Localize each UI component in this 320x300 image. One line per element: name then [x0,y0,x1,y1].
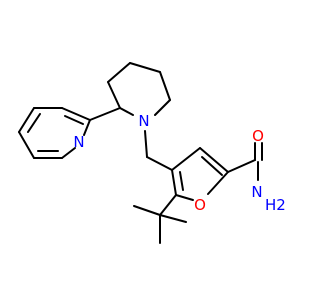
bond [18,107,35,133]
bond [18,131,35,159]
bond [119,107,134,116]
bond [159,194,177,216]
bond [159,71,171,101]
bond [133,205,161,216]
molecule-structure: N N O O N H2 [18,62,286,244]
bond [107,62,131,83]
bond [64,115,84,125]
bond [175,194,194,201]
bond [159,214,187,223]
bond [171,169,177,196]
pyridine-nitrogen-label: N [73,133,84,151]
bond [129,62,161,73]
bond [83,119,91,136]
bond [61,147,76,159]
bond [227,159,256,173]
bond [207,171,229,195]
furan-oxygen-label: O [194,196,206,214]
bond [179,171,184,191]
bond [146,156,173,171]
bond [61,107,91,121]
bond [201,156,223,176]
amide-hydrogen-label: H2 [265,196,286,214]
bond [89,107,121,121]
bonds [18,62,263,244]
atom-labels: N N O O N H2 [73,112,285,214]
amide-nitrogen-label: N [251,183,262,201]
bond [199,147,229,173]
carbonyl-oxygen-label: O [252,127,264,145]
bond [107,81,121,109]
bond [171,147,201,171]
bond [154,99,171,116]
piperidine-nitrogen-label: N [138,112,149,130]
bond [27,113,41,133]
bond [144,130,148,158]
